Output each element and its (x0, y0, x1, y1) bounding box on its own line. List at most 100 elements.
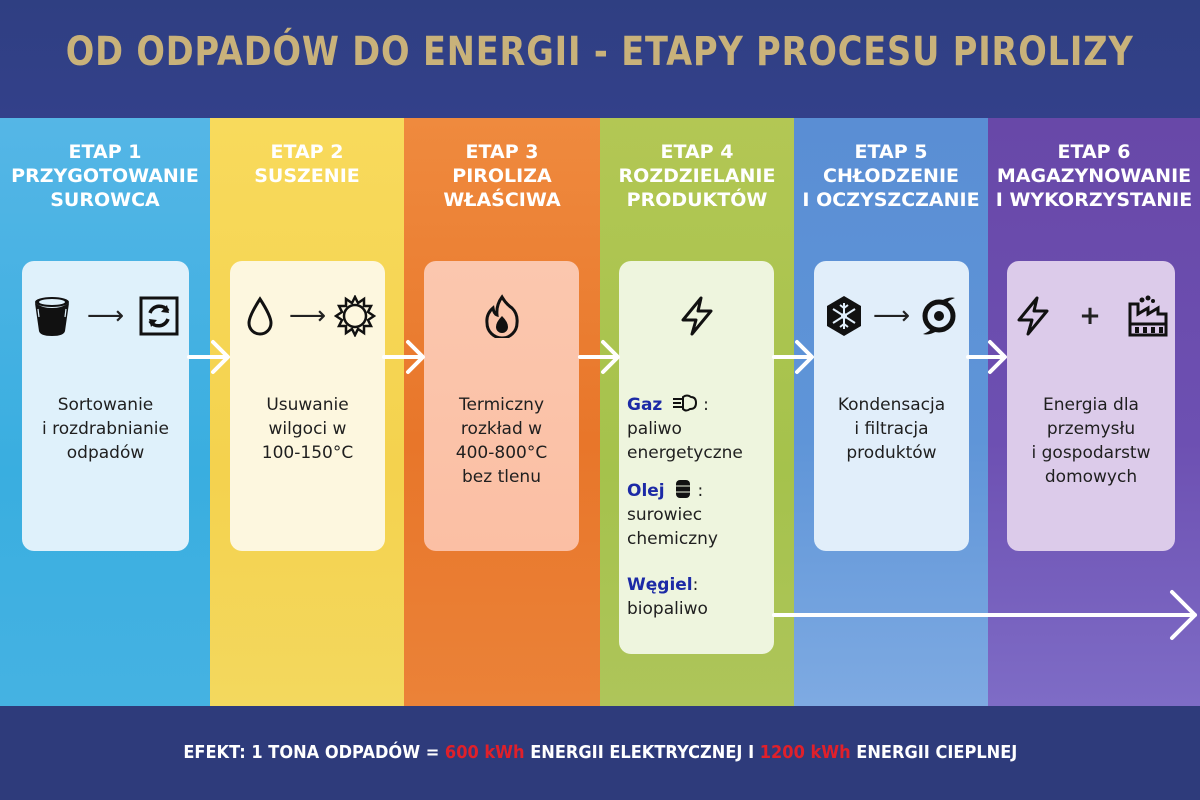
stage-1-description: Sortowanie i rozdrabnianie odpadów (36, 393, 175, 465)
product-oil: Olej : surowiec chemiczny (627, 479, 774, 551)
footer-banner: EFEKT: 1 TONA ODPADÓW = 600 kWh ENERGII … (0, 706, 1200, 800)
stage-name: SUSZENIE (254, 165, 360, 187)
stage-name: PRODUKTÓW (626, 189, 768, 211)
stage-3-card: Termiczny rozkład w 400-800°C bez tlenu (424, 261, 579, 551)
stage-label: ETAP 3 (465, 141, 539, 163)
description-line: 100-150°C (261, 443, 354, 463)
product-gas: Gaz : paliwo energetyczne (627, 393, 774, 465)
colon: : (697, 481, 704, 501)
stage-5-description: Kondensacja i filtracja produktów (832, 393, 951, 465)
products-list: Gaz : paliwo energetyczne Olej (619, 353, 774, 635)
description-line: rozkład w (460, 419, 543, 439)
stage-name: ROZDZIELANIE (618, 165, 776, 187)
stage-3-icons (424, 261, 579, 353)
stage-3-description: Termiczny rozkład w 400-800°C bez tlenu (450, 393, 553, 489)
stage-6-heading: ETAP 6 MAGAZYNOWANIE I WYKORZYSTANIE (996, 140, 1192, 212)
description-line: domowych (1044, 467, 1138, 487)
product-desc: biopaliwo (627, 599, 708, 619)
stage-2-column: ETAP 2 SUSZENIE ⟶ (210, 118, 404, 706)
product-coal: Węgiel: biopaliwo (627, 573, 774, 621)
stage-2-heading: ETAP 2 SUSZENIE (254, 140, 360, 188)
description-line: i rozdrabnianie (42, 419, 169, 439)
stage-name: PRZYGOTOWANIE (11, 165, 199, 187)
heat-energy-value: 1200 kWh (759, 741, 851, 763)
stage-name: CHŁODZENIE (823, 165, 959, 187)
stage-3-heading: ETAP 3 PIROLIZA WŁAŚCIWA (443, 140, 560, 212)
description-line: 400-800°C (455, 443, 548, 463)
arrow-right-icon: ⟶ (288, 301, 327, 331)
stage-5-heading: ETAP 5 CHŁODZENIE I OCZYSZCZANIE (802, 140, 979, 212)
stage-name: SUROWCA (50, 189, 160, 211)
stage-1-icons: ⟶ (22, 261, 189, 353)
stage-4-column: ETAP 4 ROZDZIELANIE PRODUKTÓW Gaz (600, 118, 794, 706)
sun-icon (333, 294, 377, 338)
product-name: Olej (627, 481, 665, 501)
stage-4-card: Gaz : paliwo energetyczne Olej (619, 261, 774, 654)
stage-1-column: ETAP 1 PRZYGOTOWANIE SUROWCA ⟶ (0, 118, 210, 706)
description-line: produktów (846, 443, 937, 463)
stage-5-card: ⟶ Kondensacja i filtracja produktów (814, 261, 969, 551)
description-line: Termiczny (458, 395, 545, 415)
stage-6-card: + (1007, 261, 1175, 551)
stage-5-icons: ⟶ (814, 261, 969, 353)
lightning-icon (1013, 294, 1053, 338)
stages-row: ETAP 1 PRZYGOTOWANIE SUROWCA ⟶ (0, 118, 1200, 706)
snowflake-icon (822, 294, 866, 338)
product-desc: paliwo (627, 419, 682, 439)
stage-label: ETAP 2 (270, 141, 344, 163)
description-line: Kondensacja (837, 395, 946, 415)
lightning-icon (675, 294, 719, 338)
description-line: bez tlenu (462, 467, 541, 487)
effect-suffix: ENERGII CIEPLNEJ (850, 741, 1017, 763)
colon: : (692, 575, 699, 595)
stage-4-heading: ETAP 4 ROZDZIELANIE PRODUKTÓW (619, 140, 776, 212)
arrow-right-icon: ⟶ (872, 301, 911, 331)
page-title: OD ODPADÓW DO ENERGII - ETAPY PROCESU PI… (66, 29, 1134, 75)
product-name: Gaz (627, 395, 663, 415)
recycle-box-icon (137, 294, 181, 338)
water-drop-icon (238, 294, 282, 338)
gas-cloud-icon (672, 394, 697, 412)
description-line: Energia dla (1043, 395, 1139, 415)
stage-1-heading: ETAP 1 PRZYGOTOWANIE SUROWCA (11, 140, 199, 212)
stage-label: ETAP 1 (68, 141, 142, 163)
description-line: Usuwanie (266, 395, 349, 415)
stage-2-card: ⟶ Usuwanie wilgoci w 100-150°C (230, 261, 385, 551)
description-line: Sortowanie (57, 395, 154, 415)
description-line: odpadów (66, 443, 145, 463)
stage-2-description: Usuwanie wilgoci w 100-150°C (256, 393, 359, 465)
fire-icon (480, 294, 524, 338)
stage-label: ETAP 4 (660, 141, 734, 163)
effect-middle: ENERGII ELEKTRYCZNEJ I (524, 741, 760, 763)
colon: : (703, 395, 709, 415)
effect-prefix: EFEKT: 1 TONA ODPADÓW = (183, 741, 445, 763)
description-line: przemysłu (1046, 419, 1136, 439)
stage-6-description: Energia dla przemysłu i gospodarstw domo… (1026, 393, 1157, 489)
stage-name: WŁAŚCIWA (443, 189, 561, 211)
stage-1-card: ⟶ Sortowanie i rozdrabnianie odpadów (22, 261, 189, 551)
stage-label: ETAP 6 (1057, 141, 1131, 163)
stage-name: I OCZYSZCZANIE (802, 189, 980, 211)
stage-5-column: ETAP 5 CHŁODZENIE I OCZYSZCZANIE (794, 118, 988, 706)
arrow-right-icon: ⟶ (86, 301, 125, 331)
product-desc: surowiec (627, 505, 703, 525)
description-line: i filtracja (854, 419, 929, 439)
product-desc: energetyczne (627, 443, 743, 463)
cyclone-icon (917, 294, 961, 338)
stage-3-column: ETAP 3 PIROLIZA WŁAŚCIWA Termiczny rozkł… (404, 118, 600, 706)
product-name: Węgiel (627, 575, 693, 595)
stage-6-column: ETAP 6 MAGAZYNOWANIE I WYKORZYSTANIE + (988, 118, 1200, 706)
stage-name: MAGAZYNOWANIE (996, 165, 1192, 187)
electric-energy-value: 600 kWh (444, 741, 525, 763)
stage-label: ETAP 5 (854, 141, 928, 163)
product-desc: chemiczny (627, 529, 718, 549)
description-line: wilgoci w (268, 419, 347, 439)
factory-icon (1127, 294, 1169, 338)
stage-4-icons (619, 261, 774, 353)
stage-2-icons: ⟶ (230, 261, 385, 353)
effect-summary: EFEKT: 1 TONA ODPADÓW = 600 kWh ENERGII … (183, 742, 1017, 763)
plus-icon: + (1079, 301, 1101, 331)
stage-name: PIROLIZA (452, 165, 552, 187)
stage-6-icons: + (1007, 261, 1175, 353)
description-line: i gospodarstw (1031, 443, 1151, 463)
